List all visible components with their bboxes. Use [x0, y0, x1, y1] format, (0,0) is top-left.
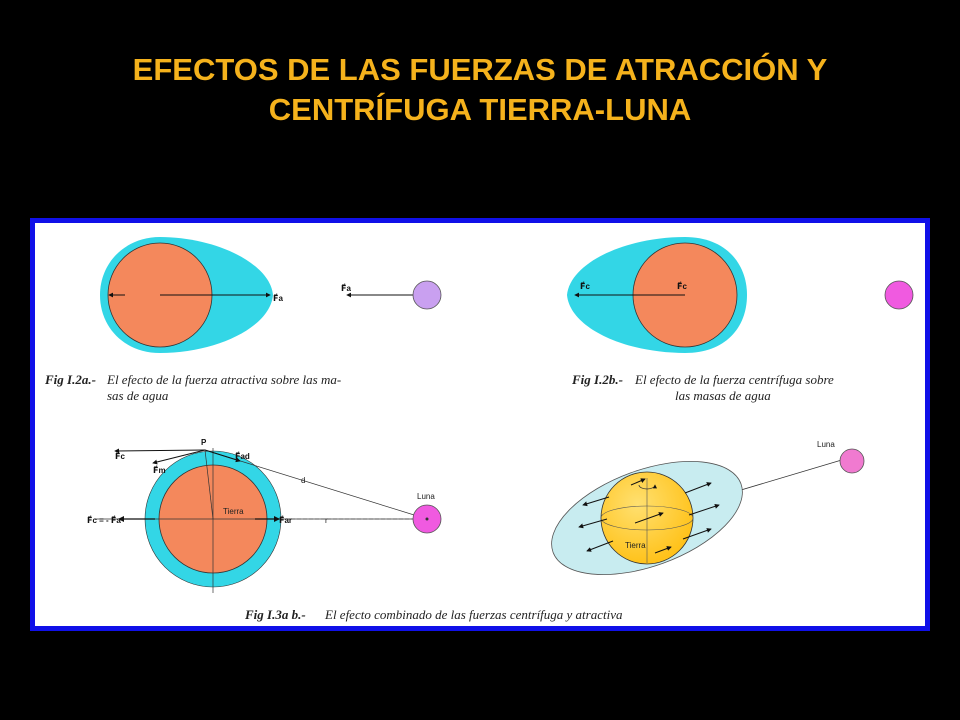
force-label-moon-2a: F⃗a	[341, 283, 351, 293]
caption-2b-line2: las masas de agua	[675, 388, 771, 403]
label-fm: F⃗m	[153, 465, 166, 475]
label-p: P	[201, 438, 207, 447]
label-fc-equation: F⃗c = - F⃗a	[87, 515, 121, 525]
label-tierra-3b: Tierra	[625, 541, 646, 550]
label-tierra-3a: Tierra	[223, 507, 244, 516]
label-luna-3a: Luna	[417, 492, 435, 501]
figure-diagram: F⃗a F⃗a Fig I.2a.- El efecto de la fuerz…	[44, 237, 914, 622]
fig-2b: F⃗c F⃗c Fig I.2b.- El efecto de la fuerz…	[567, 237, 914, 403]
figure-frame: F⃗a F⃗a Fig I.2a.- El efecto de la fuerz…	[30, 218, 930, 631]
force-label-left-2b: F⃗c	[580, 281, 590, 291]
fig-3a: P F⃗c F⃗m F⃗ad F⃗c = - F⃗a F⃗ar Tierra d…	[87, 438, 442, 593]
slide-title: EFECTOS DE LAS FUERZAS DE ATRACCIÓN Y CE…	[40, 50, 920, 130]
moon-3b	[839, 448, 865, 474]
caption-2a-line2: sas de agua	[107, 388, 169, 403]
force-fc-arrow	[114, 448, 206, 454]
label-fc: F⃗c	[115, 451, 125, 461]
title-line-1: EFECTOS DE LAS FUERZAS DE ATRACCIÓN Y	[132, 52, 828, 87]
label-d: d	[301, 476, 305, 485]
moon-2b	[884, 280, 914, 310]
moon-2a	[412, 280, 442, 310]
caption-2a-line1: El efecto de la fuerza atractiva sobre l…	[106, 372, 341, 387]
moon-center-dot-3a	[425, 517, 429, 521]
rotation-arrow-3b	[638, 484, 657, 490]
force-arrows-3b	[578, 478, 720, 554]
distance-d-line	[204, 449, 428, 520]
title-line-2: CENTRÍFUGA TIERRA-LUNA	[268, 92, 692, 127]
caption-2b-bold: Fig I.2b.-	[571, 372, 623, 387]
force-fad-arrow	[204, 449, 241, 463]
fig-2a: F⃗a F⃗a Fig I.2a.- El efecto de la fuerz…	[44, 237, 442, 403]
label-r: r	[325, 516, 328, 525]
caption-bottom-text: El efecto combinado de las fuerzas centr…	[324, 607, 623, 622]
force-label-earth-2a: F⃗a	[273, 293, 283, 303]
caption-bottom-bold: Fig I.3a b.-	[244, 607, 306, 622]
caption-2b-line1: El efecto de la fuerza centrífuga sobre	[634, 372, 834, 387]
fig-3b: Tierra Luna	[551, 440, 865, 576]
label-luna-3b: Luna	[817, 440, 835, 449]
force-label-center-2b: F⃗c	[677, 281, 687, 291]
label-far: F⃗ar	[279, 515, 292, 525]
label-fad: F⃗ad	[235, 451, 250, 461]
force-fm-arrow	[152, 449, 206, 465]
radius-p-line	[204, 449, 214, 520]
caption-2a-bold: Fig I.2a.-	[44, 372, 96, 387]
